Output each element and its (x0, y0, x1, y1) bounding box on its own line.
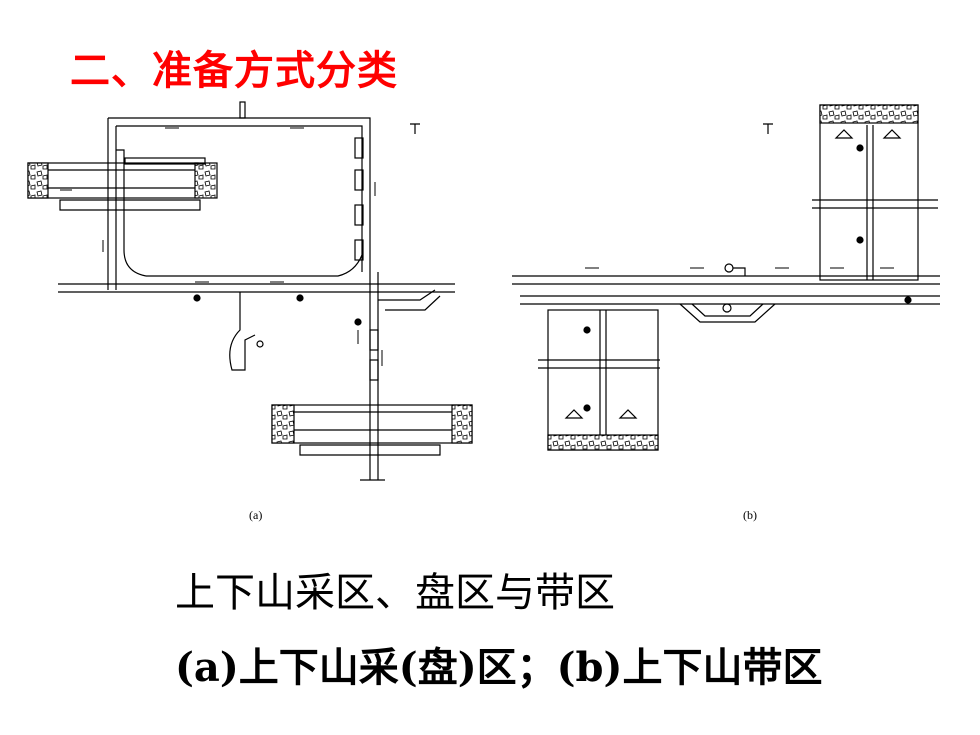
caption-line-1: 上下山采区、盘区与带区 (175, 570, 615, 616)
figure-label-a: (a) (249, 508, 263, 522)
top-airway (108, 117, 371, 280)
diagram-b (512, 104, 940, 451)
figure-label-b: (b) (743, 508, 757, 522)
caption-line-2: (a)上下山采(盘)区；(b)上下山带区 (175, 644, 823, 691)
mining-layout-diagram (27, 101, 940, 481)
page-title: 二、准备方式分类 (70, 48, 398, 94)
diagram-a (27, 101, 473, 481)
